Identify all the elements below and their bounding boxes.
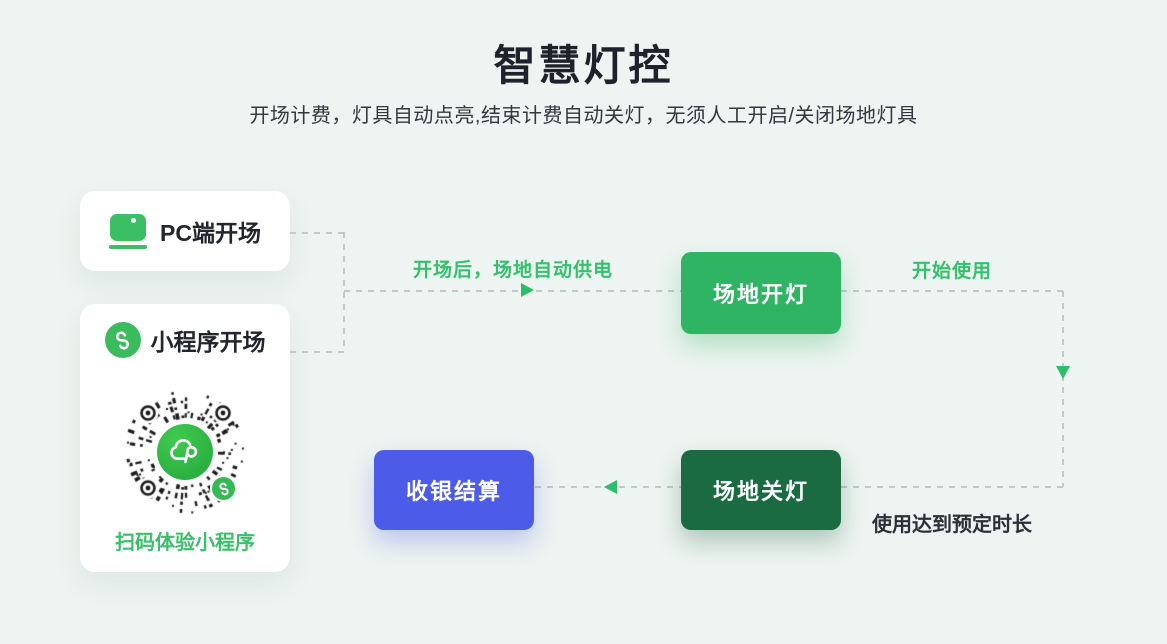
pc-start-label: PC端开场 (160, 220, 261, 246)
connector-light-on-out (841, 290, 1063, 292)
connector-left-vertical (343, 232, 345, 352)
miniprogram-badge-icon (210, 475, 237, 502)
arrow-down-icon (1056, 366, 1070, 379)
connector-right-vertical (1062, 291, 1064, 487)
miniprogram-icon (104, 322, 141, 358)
page-title: 智慧灯控 (493, 42, 674, 89)
pc-start-card: PC端开场 (80, 191, 290, 271)
arrow-right-icon (521, 283, 534, 297)
arrow-left-icon (604, 480, 617, 494)
label-auto-power: 开场后，场地自动供电 (412, 260, 613, 281)
connector-pc-out (290, 232, 344, 234)
venue-light-on-node: 场地开灯 (681, 252, 841, 334)
page-subtitle: 开场计费，灯具自动点亮,结束计费自动关灯，无须人工开启/关闭场地灯具 (249, 105, 918, 127)
venue-light-off-node: 场地关灯 (681, 450, 841, 530)
connector-mini-out (290, 351, 344, 353)
connector-to-light-on (344, 290, 682, 292)
miniprogram-start-card: 小程序开场 扫码体验小程序 (80, 304, 290, 572)
cloud-logo-icon (157, 424, 213, 480)
monitor-icon (109, 213, 148, 249)
checkout-node: 收银结算 (374, 450, 534, 530)
label-start-use: 开始使用 (911, 261, 992, 282)
label-duration: 使用达到预定时长 (872, 514, 1032, 536)
qr-code (120, 387, 250, 517)
connector-to-light-off (841, 486, 1063, 488)
miniprogram-label: 小程序开场 (150, 329, 266, 355)
qr-caption: 扫码体验小程序 (115, 532, 255, 554)
